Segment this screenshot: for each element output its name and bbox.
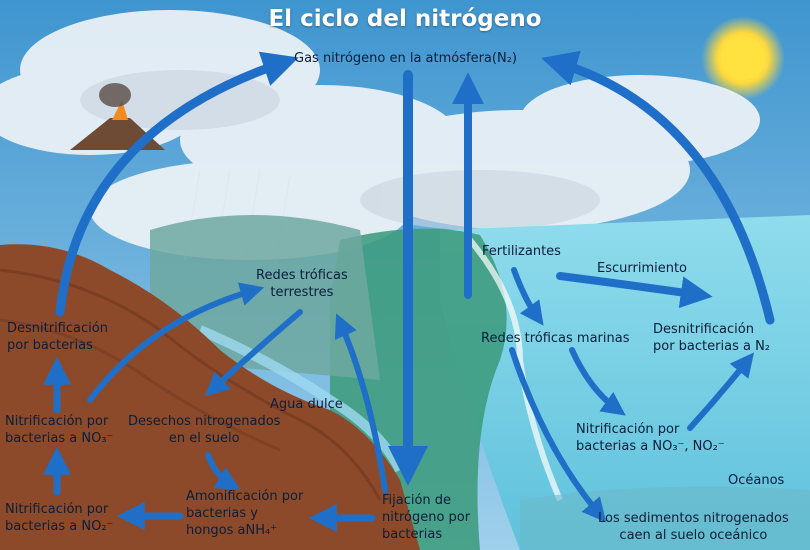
label-line: por bacterias a N₂ bbox=[653, 338, 771, 354]
arrow-nitr-to-denit bbox=[687, 352, 754, 431]
label-line: hongos aNH₄⁺ bbox=[186, 522, 278, 538]
label-line: nitrógeno por bbox=[382, 509, 471, 525]
label-line: Nitrificación por bbox=[5, 414, 109, 429]
label-line: Desechos nitrogenados bbox=[128, 414, 281, 429]
label-line: en el suelo bbox=[168, 430, 240, 446]
arrow-no3-to-foodweb bbox=[87, 282, 265, 403]
label-ammonification: Amonificación por bacterias y hongos aNH… bbox=[186, 489, 303, 540]
label-line: por bacterias bbox=[7, 337, 93, 353]
soil-land bbox=[0, 244, 420, 550]
label-fresh-water: Agua dulce bbox=[270, 397, 343, 412]
clouds bbox=[0, 10, 760, 260]
arrow-marine-to-sediments bbox=[509, 347, 607, 523]
label-line: Amonificación por bbox=[186, 489, 304, 504]
label-line: Nitrificación por bbox=[576, 422, 680, 437]
label-nitrification-no3: Nitrificación por bacterias a NO₃⁻ bbox=[5, 414, 113, 448]
label-line: Los sedimentos nitrogenados bbox=[598, 511, 789, 526]
label-line: bacterias a NO₂⁻ bbox=[5, 518, 114, 534]
label-runoff: Escurrimiento bbox=[597, 261, 688, 276]
label-line: Redes tróficas bbox=[256, 268, 348, 283]
label-line: bacterias bbox=[382, 526, 443, 542]
label-fertilizers: Fertilizantes bbox=[482, 244, 561, 259]
label-sediments: Los sedimentos nitrogenados caen al suel… bbox=[598, 511, 789, 545]
arrow-fert-to-marine bbox=[511, 267, 544, 326]
arrow-waste-to-ammon bbox=[205, 452, 241, 490]
label-line: bacterias a NO₃⁻ bbox=[5, 430, 114, 446]
arrow-land-denitrification bbox=[55, 51, 299, 317]
label-line: Desnitrificación bbox=[7, 321, 108, 336]
label-line: bacterias a NO₃⁻, NO₂⁻ bbox=[576, 438, 725, 454]
arrow-food-to-waste bbox=[204, 309, 303, 397]
ocean bbox=[440, 215, 810, 550]
label-nitrogen-fixation: Fijación de nitrógeno por bacterias bbox=[382, 493, 470, 544]
label-line: bacterias y bbox=[186, 505, 258, 521]
arrow-marine-to-nitr bbox=[569, 347, 626, 416]
label-sea-nitrification: Nitrificación por bacterias a NO₃⁻, NO₂⁻ bbox=[576, 422, 725, 456]
label-soil-waste: Desechos nitrogenados en el suelo bbox=[128, 414, 280, 448]
label-marine-food-webs: Redes tróficas marinas bbox=[481, 331, 630, 346]
cycle-arrows bbox=[43, 50, 775, 532]
arrow-fixation-to-foodweb bbox=[334, 313, 388, 493]
arrow-sea-denitrification bbox=[541, 50, 775, 325]
label-line: Fijación de bbox=[382, 493, 452, 508]
label-sea-denitrification: Desnitrificación por bacterias a N₂ bbox=[653, 322, 770, 356]
label-atmosphere: Gas nitrógeno en la atmósfera(N₂) bbox=[294, 51, 517, 66]
label-land-denitrification: Desnitrificación por bacterias bbox=[7, 321, 108, 355]
diagram-title: El ciclo del nitrógeno bbox=[268, 6, 542, 32]
label-oceans: Océanos bbox=[728, 473, 785, 488]
label-line: terrestres bbox=[270, 284, 334, 300]
label-land-food-webs: Redes tróficas terrestres bbox=[256, 268, 348, 302]
label-nitrification-no2: Nitrificación por bacterias a NO₂⁻ bbox=[5, 502, 113, 536]
label-line: Desnitrificación bbox=[653, 322, 754, 337]
label-line: Nitrificación por bbox=[5, 502, 109, 517]
arrow-runoff bbox=[556, 272, 713, 309]
label-line: caen al suelo oceánico bbox=[619, 527, 768, 543]
